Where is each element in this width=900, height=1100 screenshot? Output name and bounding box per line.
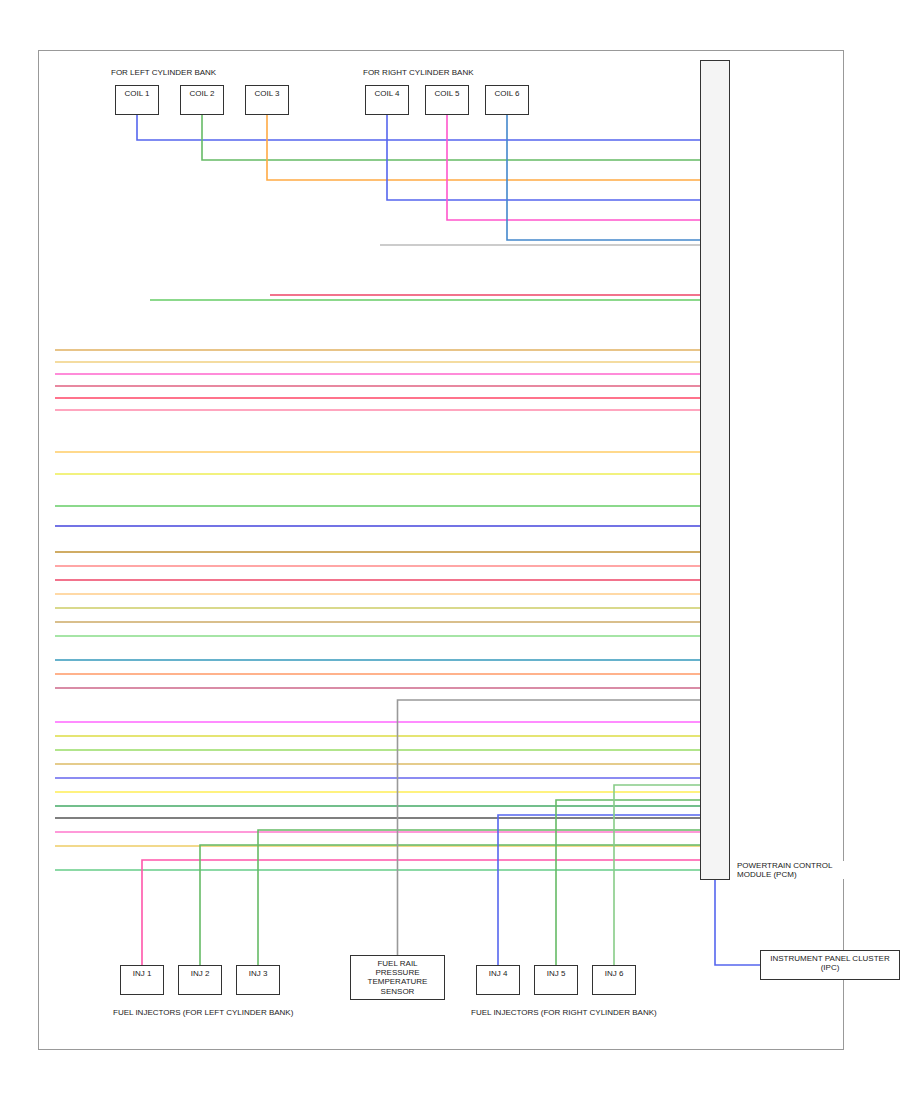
- wire: [498, 815, 700, 965]
- wire: [556, 800, 700, 965]
- wire: [614, 785, 700, 965]
- node-label: INJ 1: [125, 969, 159, 978]
- group-label: FUEL INJECTORS (FOR LEFT CYLINDER BANK): [112, 1008, 294, 1017]
- component-box: INJ 6: [592, 965, 636, 995]
- wire: [715, 880, 760, 965]
- node-label: INSTRUMENT PANEL CLUSTER (IPC): [765, 954, 895, 972]
- wire: [258, 830, 700, 965]
- wire: [398, 700, 701, 955]
- wire: [137, 115, 700, 140]
- node-label: INJ 3: [241, 969, 275, 978]
- component-box: COIL 5: [425, 85, 469, 115]
- group-label: FUEL INJECTORS (FOR RIGHT CYLINDER BANK): [470, 1008, 658, 1017]
- node-label: POWERTRAIN CONTROL MODULE (PCM): [737, 861, 857, 879]
- component-box: INJ 2: [178, 965, 222, 995]
- wire: [507, 115, 700, 240]
- node-label: FUEL RAIL PRESSURE TEMPERATURE SENSOR: [355, 959, 440, 996]
- group-label: FOR RIGHT CYLINDER BANK: [362, 68, 475, 77]
- control-module: POWERTRAIN CONTROL MODULE (PCM): [700, 60, 730, 880]
- component-box: COIL 4: [365, 85, 409, 115]
- component-box: INJ 4: [476, 965, 520, 995]
- node-label: INJ 2: [183, 969, 217, 978]
- node-label: COIL 1: [120, 89, 154, 98]
- component-box: COIL 2: [180, 85, 224, 115]
- component-box: INJ 5: [534, 965, 578, 995]
- wire: [447, 115, 700, 220]
- wire: [387, 115, 700, 200]
- wire: [267, 115, 700, 180]
- group-label: FOR LEFT CYLINDER BANK: [110, 68, 217, 77]
- node-label: INJ 5: [539, 969, 573, 978]
- component-box: FUEL RAIL PRESSURE TEMPERATURE SENSOR: [350, 955, 445, 1000]
- wire: [142, 860, 700, 965]
- component-box: COIL 1: [115, 85, 159, 115]
- wire: [202, 115, 700, 160]
- node-label: COIL 5: [430, 89, 464, 98]
- wire: [200, 845, 700, 965]
- cluster-box: INSTRUMENT PANEL CLUSTER (IPC): [760, 950, 900, 980]
- node-label: COIL 3: [250, 89, 284, 98]
- component-box: INJ 1: [120, 965, 164, 995]
- node-label: INJ 6: [597, 969, 631, 978]
- component-box: COIL 6: [485, 85, 529, 115]
- node-label: COIL 6: [490, 89, 524, 98]
- component-box: COIL 3: [245, 85, 289, 115]
- node-label: INJ 4: [481, 969, 515, 978]
- node-label: COIL 4: [370, 89, 404, 98]
- node-label: COIL 2: [185, 89, 219, 98]
- component-box: INJ 3: [236, 965, 280, 995]
